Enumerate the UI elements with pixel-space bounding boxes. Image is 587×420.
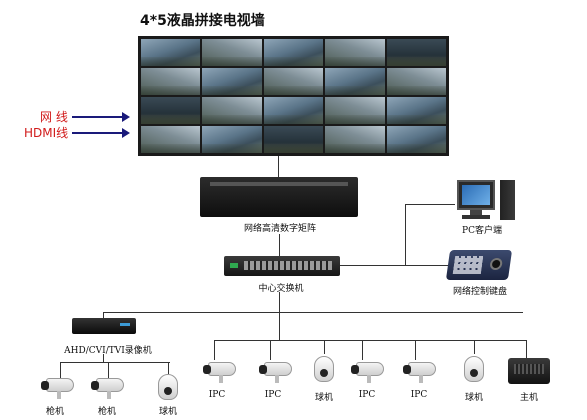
legend-network-label: 网 线	[40, 110, 68, 124]
wall-screen	[386, 126, 446, 153]
ip-bullet-camera-icon	[351, 362, 384, 383]
pc-tower-icon	[500, 180, 515, 220]
wall-screen	[202, 126, 262, 153]
keyboard-label: 网络控制键盘	[452, 287, 507, 297]
ip-dome-camera-icon	[314, 356, 334, 382]
left-device-label: 枪机	[45, 407, 64, 417]
wall-screen	[325, 97, 385, 124]
switch-label: 中心交换机	[258, 284, 304, 294]
diagram-title: 4*5液晶拼接电视墙	[140, 13, 265, 29]
connector-line	[168, 362, 169, 374]
legend-hdmi-label: HDMI线	[24, 126, 69, 140]
right-device-label: 球机	[314, 393, 333, 403]
dome-camera-icon	[158, 374, 178, 400]
matrix-device-icon	[200, 177, 358, 217]
dvr-recorder-icon	[72, 318, 136, 334]
wall-screen	[141, 39, 201, 66]
right-device-label: IPC	[208, 390, 226, 400]
matrix-label: 网络高清数字矩阵	[243, 224, 316, 234]
connector-line	[405, 265, 448, 266]
wall-screen	[141, 68, 201, 95]
connector-line	[279, 292, 280, 312]
right-device-label: IPC	[358, 390, 376, 400]
wall-screen	[386, 68, 446, 95]
connector-line	[60, 362, 61, 378]
connector-line	[362, 340, 363, 360]
connector-line	[474, 340, 475, 354]
wall-screen	[325, 126, 385, 153]
wall-screen	[141, 126, 201, 153]
pc-stand	[470, 210, 482, 216]
right-device-label: 主机	[519, 393, 538, 403]
legend-hdmi-arrow	[72, 128, 130, 138]
wall-screen	[263, 126, 324, 153]
connector-line	[214, 340, 215, 360]
connector-line	[103, 354, 104, 362]
connector-line	[60, 362, 170, 363]
connector-line	[279, 234, 280, 256]
wall-screen	[386, 97, 446, 124]
connector-line	[214, 340, 526, 341]
bullet-camera-icon	[91, 378, 124, 399]
connector-line	[108, 362, 109, 378]
wall-screen	[386, 39, 446, 66]
wall-screen	[263, 68, 324, 95]
connector-line	[526, 340, 527, 358]
pc-label: PC客户端	[462, 226, 502, 236]
wall-screen	[202, 39, 262, 66]
wall-screen	[202, 68, 262, 95]
left-device-label: 球机	[158, 407, 177, 417]
right-device-label: IPC	[410, 390, 428, 400]
connector-line	[415, 340, 416, 360]
connector-line	[103, 312, 523, 313]
ip-bullet-camera-icon	[203, 362, 236, 383]
left-device-label: 枪机	[97, 407, 116, 417]
right-device-label: IPC	[264, 390, 282, 400]
pc-base	[462, 215, 490, 219]
control-keyboard-icon	[445, 250, 513, 280]
wall-screen	[263, 39, 324, 66]
ip-bullet-camera-icon	[403, 362, 436, 383]
connector-line	[103, 312, 104, 318]
connector-line	[279, 312, 280, 340]
ip-bullet-camera-icon	[259, 362, 292, 383]
dvr-label: AHD/CVI/TVI录像机	[64, 346, 152, 356]
wall-screen	[202, 97, 262, 124]
connector-line	[340, 265, 405, 266]
right-device-label: 球机	[464, 393, 483, 403]
connector-line	[405, 204, 406, 266]
connector-line	[324, 340, 325, 354]
bullet-camera-icon	[41, 378, 74, 399]
wall-screen	[141, 97, 201, 124]
host-device-icon	[508, 358, 550, 384]
wall-screen	[325, 68, 385, 95]
connector-line	[278, 156, 279, 177]
ip-dome-camera-icon	[464, 356, 484, 382]
connector-line	[405, 204, 455, 205]
lcd-video-wall	[138, 36, 449, 156]
switch-device-icon	[224, 256, 340, 276]
wall-screen	[263, 97, 324, 124]
connector-line	[270, 340, 271, 360]
wall-screen	[325, 39, 385, 66]
legend-network-arrow	[72, 112, 130, 122]
pc-monitor-icon	[457, 180, 495, 210]
